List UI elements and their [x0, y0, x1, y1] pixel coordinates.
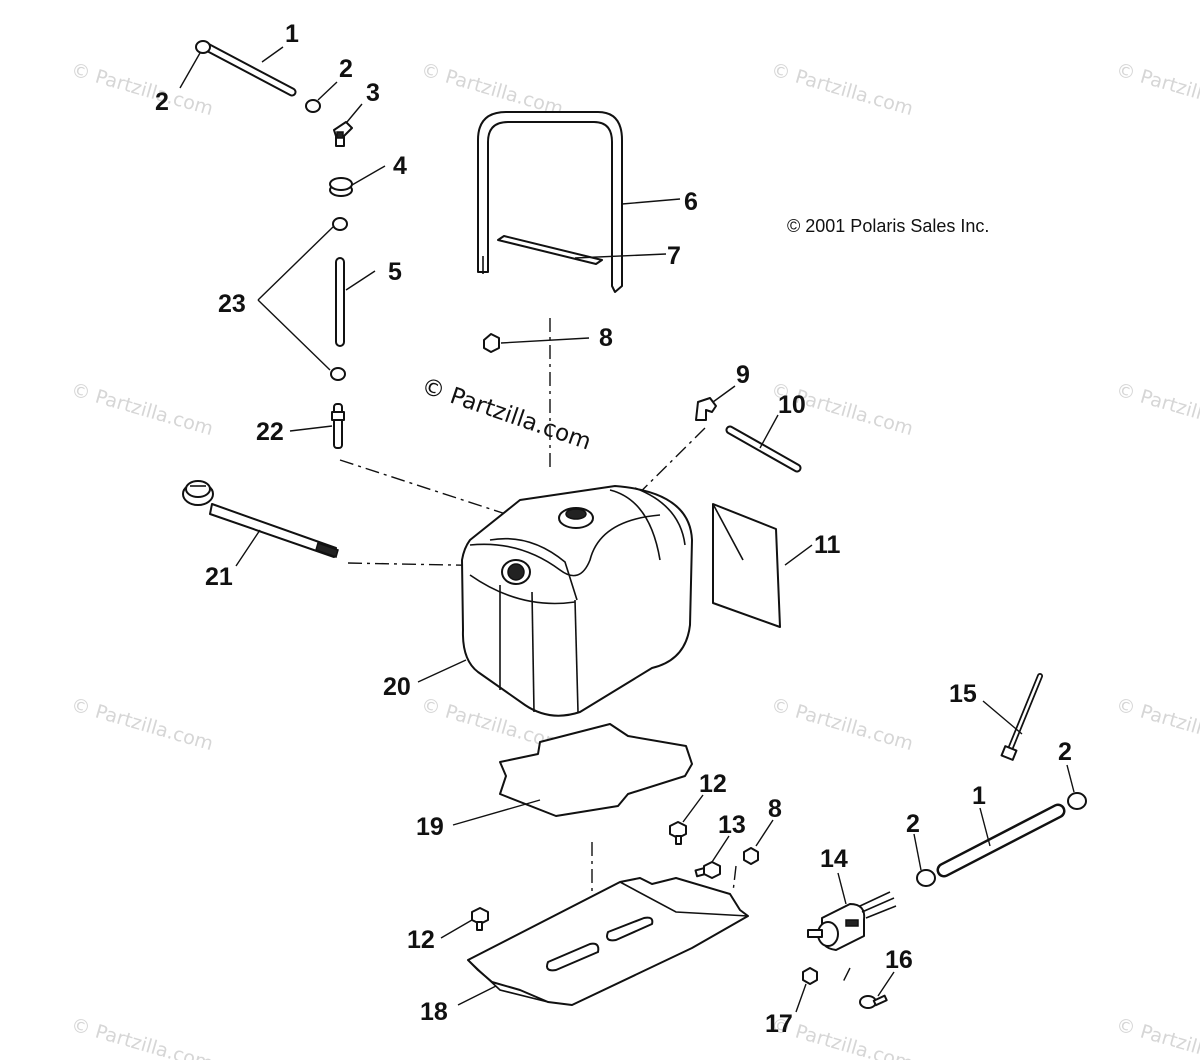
callout-23: 23 — [218, 290, 246, 318]
watermark-main: © Partzilla.com — [418, 373, 594, 455]
bracket-icon — [467, 877, 749, 1006]
tank-icon — [461, 485, 693, 717]
hose-icon — [200, 41, 297, 97]
callout-10: 10 — [778, 391, 806, 419]
watermark: © Partzilla.com — [69, 694, 216, 756]
callout-11: 11 — [814, 531, 841, 559]
tie-icon — [1000, 673, 1043, 761]
callout-16: 16 — [885, 946, 913, 974]
clamp-icon — [916, 869, 936, 887]
clamp-icon — [330, 367, 346, 381]
callout-2: 2 — [339, 55, 353, 83]
watermark: © Partzilla.com — [1114, 694, 1200, 756]
callout-20: 20 — [383, 673, 411, 701]
screw-icon — [859, 994, 888, 1009]
pad-icon — [497, 235, 603, 265]
callout-1: 1 — [285, 20, 299, 48]
watermark: © Partzilla.com — [1114, 59, 1200, 121]
clamp-icon — [1067, 792, 1087, 810]
callout-4: 4 — [393, 152, 407, 180]
bolt-icon — [694, 861, 721, 879]
watermark: © Partzilla.com — [69, 59, 216, 121]
elbow-icon — [695, 397, 717, 421]
fitting-icon — [333, 121, 353, 147]
watermark: © Partzilla.com — [1114, 1014, 1200, 1060]
callout-18: 18 — [420, 998, 448, 1026]
callout-2: 2 — [1058, 738, 1072, 766]
hose-icon — [725, 425, 802, 473]
clamp-icon — [305, 99, 321, 113]
watermark: © Partzilla.com — [769, 694, 916, 756]
fitting-icon — [331, 403, 345, 449]
callout-6: 6 — [684, 188, 698, 216]
strap-icon — [477, 111, 623, 293]
pad-icon — [499, 723, 693, 817]
callout-12: 12 — [699, 770, 727, 798]
callout-17: 17 — [765, 1010, 793, 1038]
bolt-icon — [669, 821, 687, 845]
nut-icon — [802, 967, 818, 985]
watermark: © Partzilla.com — [69, 379, 216, 441]
callout-21: 21 — [205, 563, 233, 591]
watermark: © Partzilla.com — [1114, 379, 1200, 441]
copyright-text: © 2001 Polaris Sales Inc. — [787, 216, 989, 236]
watermark: © Partzilla.com — [69, 1014, 216, 1060]
callout-1: 1 — [972, 782, 986, 810]
nut-icon — [483, 333, 500, 353]
leader-lines — [179, 46, 1075, 1013]
callout-9: 9 — [736, 361, 750, 389]
callout-14: 14 — [820, 845, 848, 873]
callout-2: 2 — [906, 810, 920, 838]
hose-icon — [936, 803, 1066, 878]
callout-15: 15 — [949, 680, 977, 708]
callout-22: 22 — [256, 418, 284, 446]
callout-8: 8 — [768, 795, 782, 823]
fuel-cap-icon — [182, 480, 339, 558]
callout-7: 7 — [667, 242, 681, 270]
watermark: © Partzilla.com — [419, 59, 566, 121]
callout-13: 13 — [718, 811, 746, 839]
callout-labels: 1 2 2 3 4 5 23 6 7 8 9 10 22 21 11 20 15… — [155, 20, 1072, 1038]
grommet-icon — [329, 177, 353, 197]
tube-icon — [335, 257, 345, 347]
callout-19: 19 — [416, 813, 444, 841]
callout-5: 5 — [388, 258, 402, 286]
callout-2: 2 — [155, 88, 169, 116]
watermark: © Partzilla.com — [769, 59, 916, 121]
clamp-icon — [195, 40, 211, 54]
clamp-icon — [332, 217, 348, 231]
pump-icon — [807, 891, 897, 951]
nut-icon — [743, 847, 759, 865]
callout-3: 3 — [366, 79, 380, 107]
callout-8: 8 — [599, 324, 613, 352]
bolt-icon — [471, 907, 489, 931]
callout-12: 12 — [407, 926, 435, 954]
